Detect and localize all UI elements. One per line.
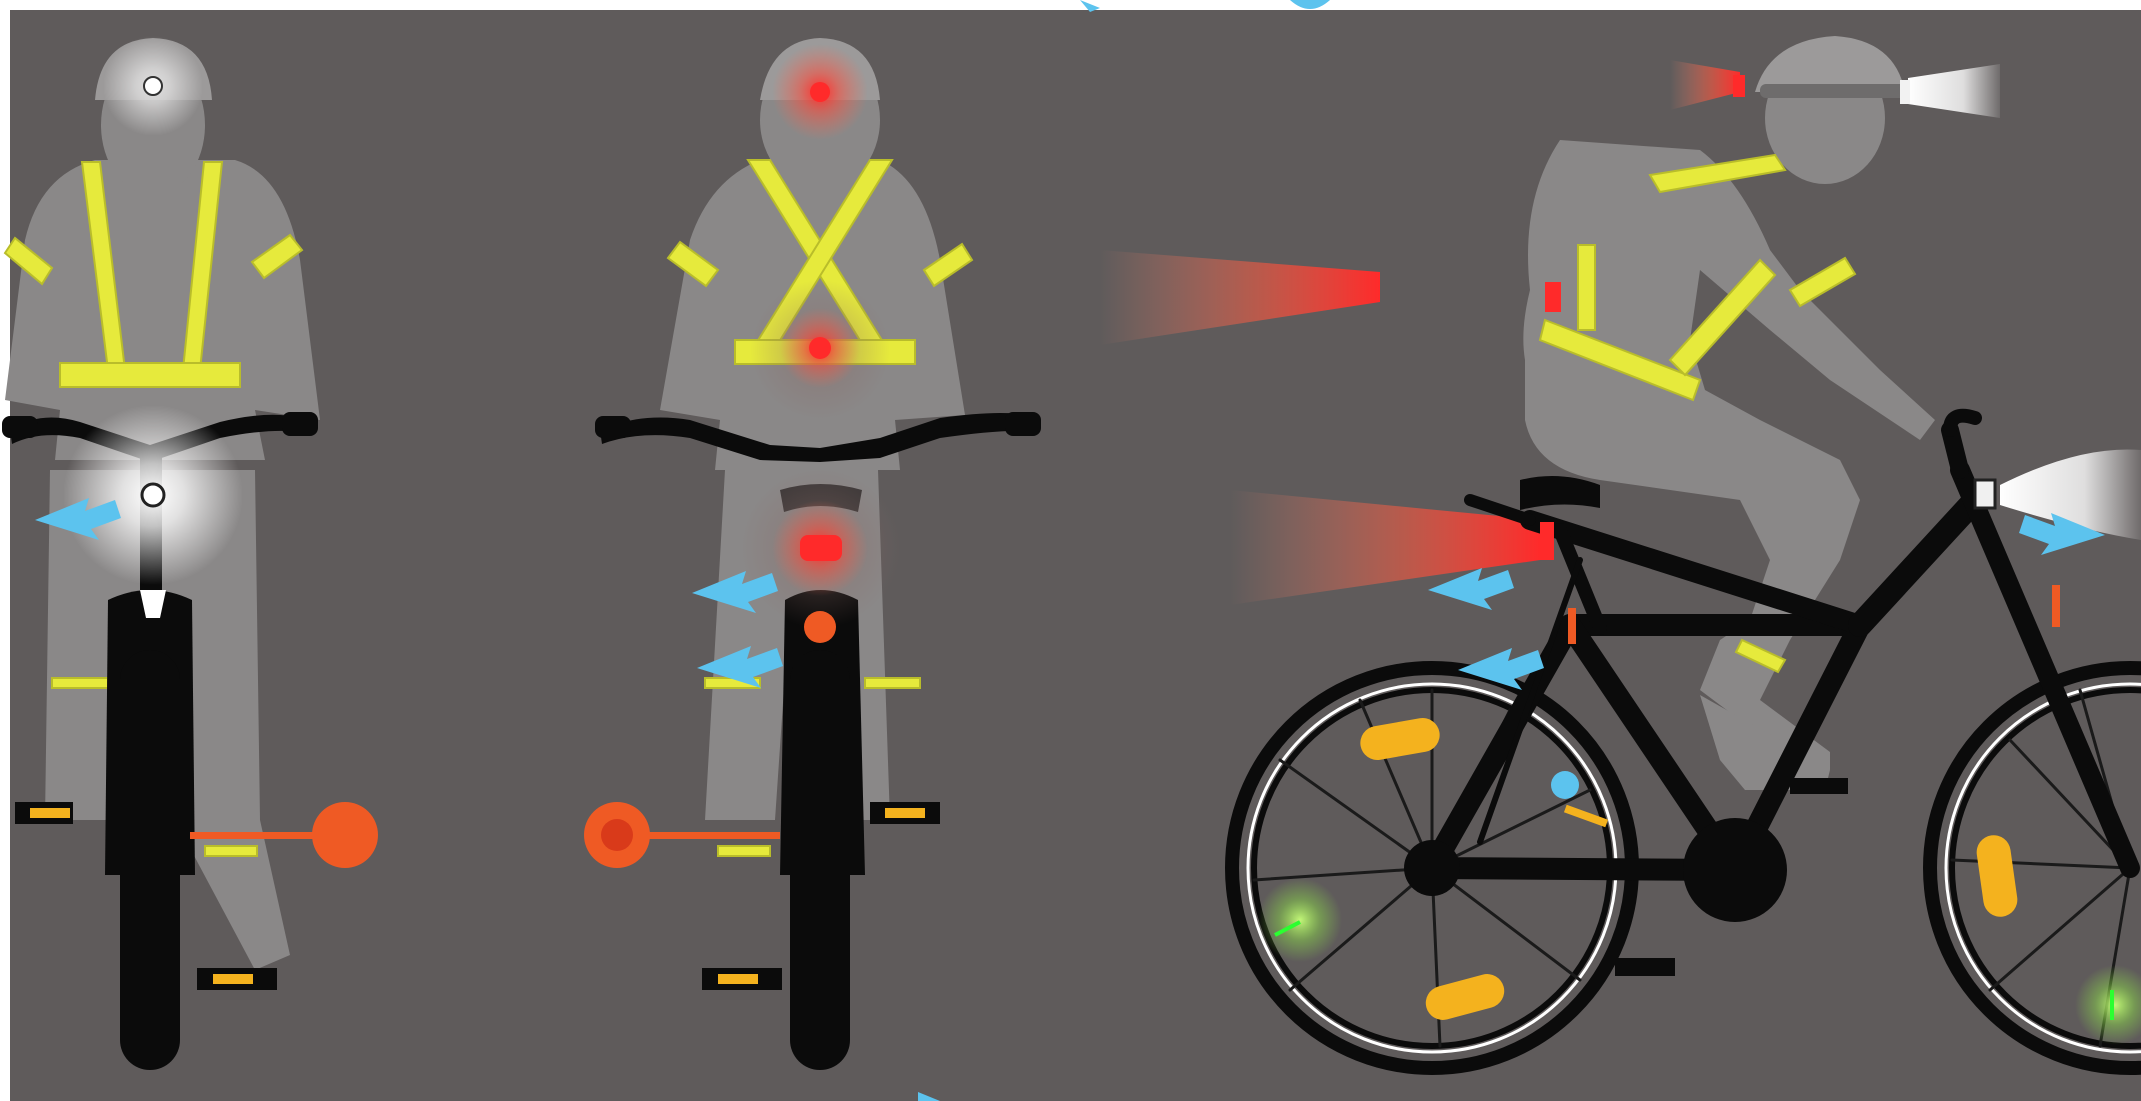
rear-body-light-icon [1545,282,1561,312]
front-reflector-icon [2052,585,2060,627]
front-light-icon [1975,480,1995,508]
headlamp-icon [1900,80,1910,104]
chainring [1683,818,1787,922]
headlamp-icon [144,77,162,95]
rear-reflector-icon [1568,608,1576,644]
rear-reflector-icon [804,611,836,643]
rear-hub [1404,840,1460,896]
rear-light-icon [800,535,842,561]
rear-light-icon [1540,522,1554,560]
front-light-icon [142,484,164,506]
rear-helmet-light-icon [1733,75,1745,97]
rear-helmet-light-icon [810,82,830,102]
